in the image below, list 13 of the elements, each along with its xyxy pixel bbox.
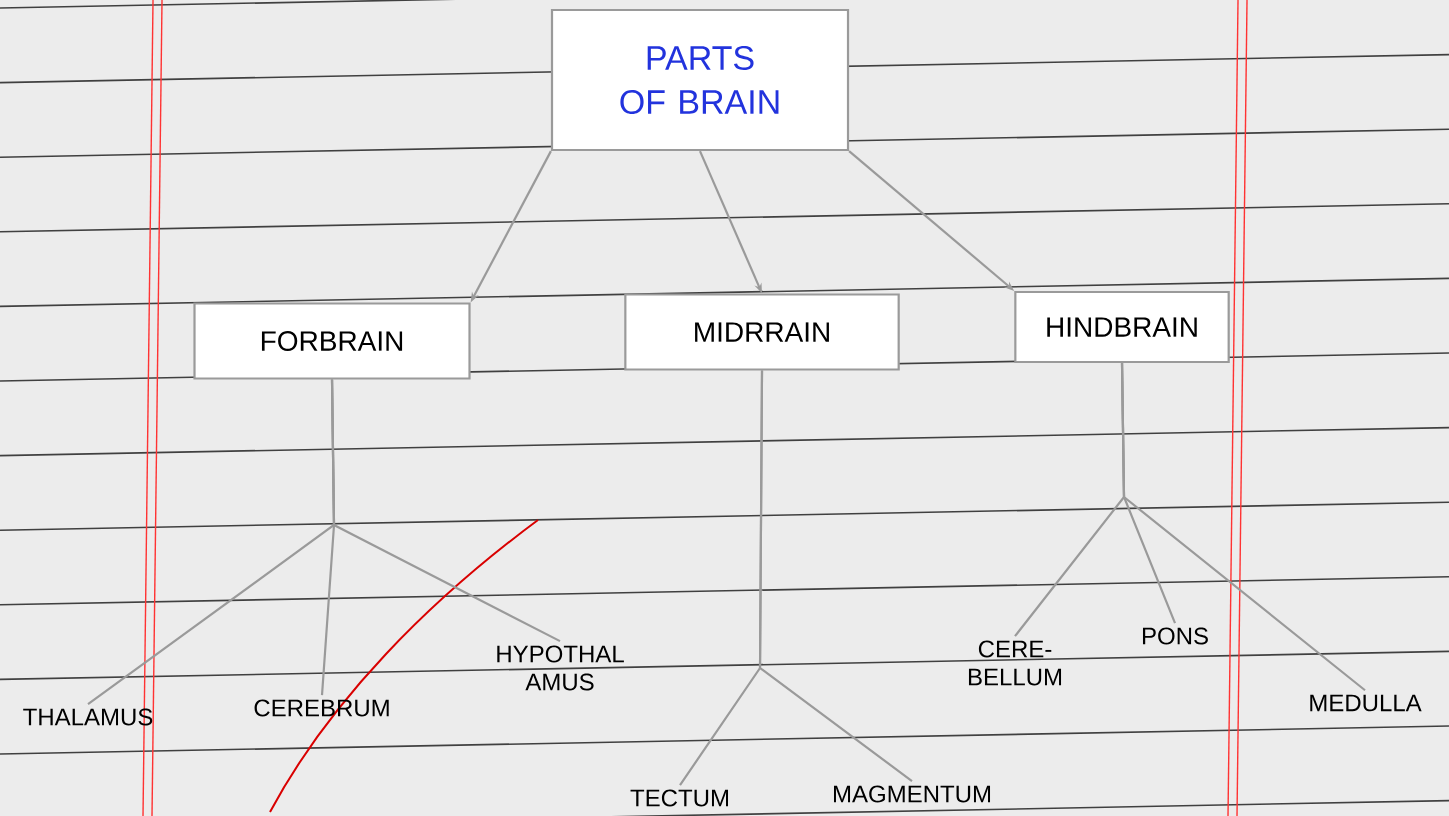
part-label: CERE- BELLUM (968, 640, 1062, 686)
part-label: TECTUM (630, 789, 728, 807)
part-label: HYPOTHAL AMUS (497, 645, 624, 691)
branch-line (330, 379, 561, 643)
part-box: FORBRAIN (193, 302, 471, 380)
branch-line (1120, 363, 1366, 692)
part-box: HINDBRAIN (1014, 290, 1230, 364)
branch-line (758, 370, 913, 782)
part-label: PONS (1143, 627, 1208, 645)
part-label: MEDULLA (1310, 694, 1422, 712)
part-box: MIDRRAIN (624, 293, 900, 371)
part-label: MAGMENTUM (834, 785, 990, 803)
title-box: PARTS OF BRAIN (550, 8, 850, 152)
